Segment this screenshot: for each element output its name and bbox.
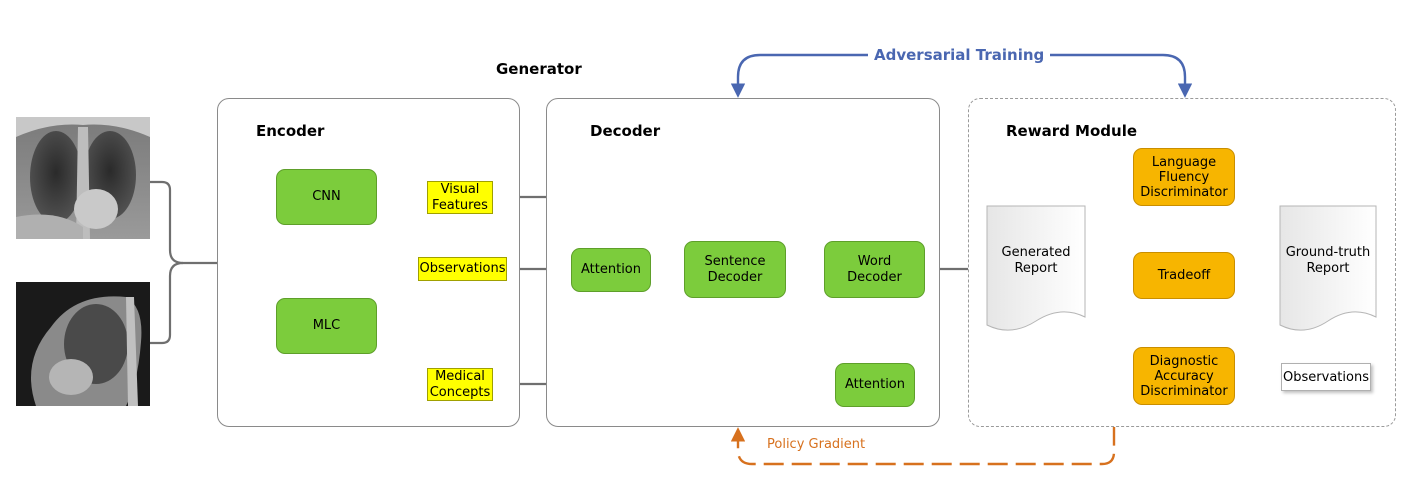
word-decoder-line2: Decoder: [847, 269, 902, 285]
generator-title: Generator: [496, 60, 582, 78]
reward-observations-box: Observations: [1281, 363, 1371, 391]
language-fluency-discriminator-box: Language Fluency Discriminator: [1133, 148, 1235, 206]
decoder-heading: Decoder: [590, 122, 661, 140]
cnn-label: CNN: [312, 189, 341, 204]
visual-features-box: Visual Features: [427, 181, 493, 214]
sentence-decoder-line1: Sentence: [704, 253, 766, 269]
xray-lateral-image: [16, 282, 150, 406]
language-line3: Discriminator: [1140, 184, 1228, 200]
edge-xray1-merge: [150, 180, 200, 265]
language-line2: Fluency: [1158, 169, 1210, 185]
attention-top-label: Attention: [581, 262, 641, 277]
diagnostic-line1: Diagnostic: [1149, 353, 1219, 369]
word-decoder-box: Word Decoder: [824, 241, 925, 298]
ground-truth-line1: Ground-truth: [1285, 245, 1371, 260]
ground-truth-report-document: Ground-truth Report: [1279, 205, 1377, 337]
observations-label: Observations: [419, 261, 506, 276]
diagnostic-line2: Accuracy: [1154, 368, 1214, 384]
attention-bottom-box: Attention: [835, 363, 915, 407]
generated-report-document: Generated Report: [986, 205, 1086, 337]
mlc-box: MLC: [276, 298, 377, 354]
adversarial-arrow-right: [1035, 53, 1193, 98]
attention-top-box: Attention: [571, 248, 651, 292]
diagnostic-accuracy-discriminator-box: Diagnostic Accuracy Discriminator: [1133, 347, 1235, 405]
sentence-decoder-line2: Decoder: [707, 269, 763, 285]
tradeoff-box: Tradeoff: [1133, 252, 1235, 299]
language-line1: Language: [1151, 154, 1217, 170]
diagnostic-line3: Discriminator: [1140, 383, 1228, 399]
tradeoff-label: Tradeoff: [1157, 268, 1211, 283]
attention-bottom-label: Attention: [845, 377, 905, 392]
visual-features-line1: Visual: [440, 181, 480, 197]
adversarial-arrow-left: [730, 53, 870, 98]
policy-gradient-label: Policy Gradient: [767, 437, 866, 452]
reward-module-heading: Reward Module: [1006, 122, 1138, 140]
medical-concepts-line1: Medical: [435, 368, 485, 384]
sentence-decoder-box: Sentence Decoder: [684, 241, 786, 298]
generated-report-line1: Generated: [1001, 245, 1071, 260]
word-decoder-line1: Word: [857, 253, 892, 269]
visual-features-line2: Features: [432, 197, 488, 213]
xray-frontal-image: [16, 117, 150, 239]
observations-box: Observations: [418, 257, 507, 281]
reward-observations-label: Observations: [1283, 369, 1369, 385]
mlc-label: MLC: [312, 318, 341, 333]
encoder-heading: Encoder: [256, 122, 325, 140]
edge-xray2-merge: [150, 261, 184, 345]
ground-truth-line2: Report: [1306, 261, 1350, 276]
adversarial-training-label: Adversarial Training: [868, 46, 1051, 64]
medical-concepts-line2: Concepts: [429, 384, 491, 400]
generated-report-line2: Report: [1014, 261, 1058, 276]
cnn-box: CNN: [276, 169, 377, 225]
medical-concepts-box: Medical Concepts: [427, 368, 493, 401]
